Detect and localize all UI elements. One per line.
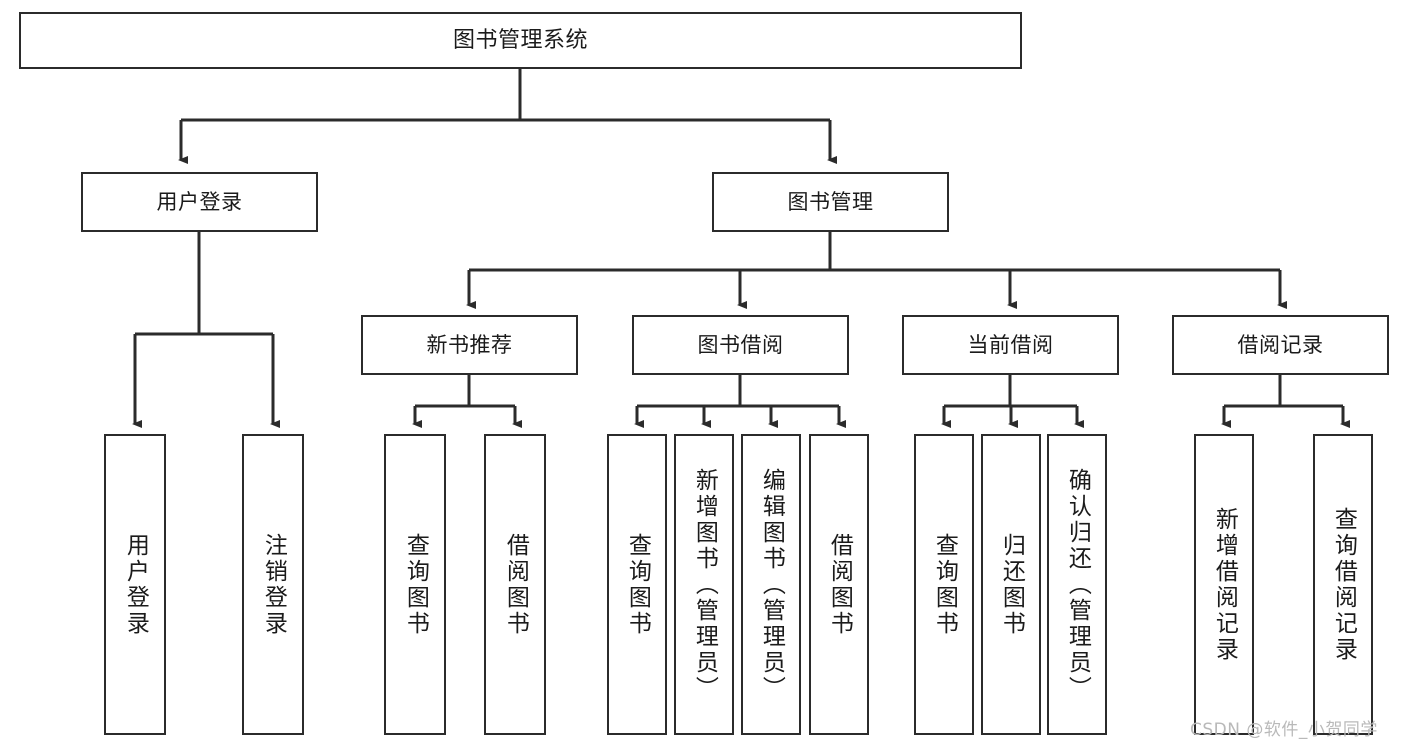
leaf-borrow-borrow-book[interactable]: 借阅图书	[809, 434, 869, 735]
leaf-borrow-add-book[interactable]: 新增图书（管理员）	[674, 434, 734, 735]
node-label: 图书管理系统	[452, 27, 588, 53]
node-book-borrow[interactable]: 图书借阅	[632, 315, 849, 375]
node-label: 查询图书	[624, 532, 651, 637]
node-label: 图书借阅	[697, 332, 784, 357]
node-label: 查询图书	[402, 532, 429, 637]
node-label: 借阅记录	[1237, 332, 1324, 357]
node-label: 用户登录	[156, 189, 243, 214]
node-label: 注销登录	[260, 532, 287, 637]
node-label: 新增借阅记录	[1211, 506, 1238, 663]
node-label: 确认归还（管理员）	[1064, 467, 1091, 702]
node-label: 用户登录	[122, 532, 149, 637]
leaf-record-query-record[interactable]: 查询借阅记录	[1313, 434, 1373, 735]
node-label: 新增图书（管理员）	[691, 467, 718, 702]
leaf-new-book-query[interactable]: 查询图书	[384, 434, 446, 735]
leaf-current-query-book[interactable]: 查询图书	[914, 434, 974, 735]
node-user-login[interactable]: 用户登录	[81, 172, 318, 232]
node-book-management[interactable]: 图书管理	[712, 172, 949, 232]
leaf-borrow-edit-book[interactable]: 编辑图书（管理员）	[741, 434, 801, 735]
node-root-system[interactable]: 图书管理系统	[19, 12, 1022, 69]
node-label: 图书管理	[787, 189, 874, 214]
node-label: 查询借阅记录	[1330, 506, 1357, 663]
leaf-current-return-book[interactable]: 归还图书	[981, 434, 1041, 735]
node-current-borrow[interactable]: 当前借阅	[902, 315, 1119, 375]
leaf-current-confirm-return[interactable]: 确认归还（管理员）	[1047, 434, 1107, 735]
node-label: 当前借阅	[967, 332, 1054, 357]
node-label: 编辑图书（管理员）	[758, 467, 785, 702]
node-label: 借阅图书	[826, 532, 853, 637]
node-label: 归还图书	[998, 532, 1025, 637]
node-label: 新书推荐	[426, 332, 513, 357]
leaf-new-book-borrow[interactable]: 借阅图书	[484, 434, 546, 735]
node-new-book-recommend[interactable]: 新书推荐	[361, 315, 578, 375]
leaf-user-login-logout[interactable]: 注销登录	[242, 434, 304, 735]
leaf-borrow-query-book[interactable]: 查询图书	[607, 434, 667, 735]
node-label: 查询图书	[931, 532, 958, 637]
node-label: 借阅图书	[502, 532, 529, 637]
node-borrow-record[interactable]: 借阅记录	[1172, 315, 1389, 375]
leaf-record-add-record[interactable]: 新增借阅记录	[1194, 434, 1254, 735]
leaf-user-login-login[interactable]: 用户登录	[104, 434, 166, 735]
